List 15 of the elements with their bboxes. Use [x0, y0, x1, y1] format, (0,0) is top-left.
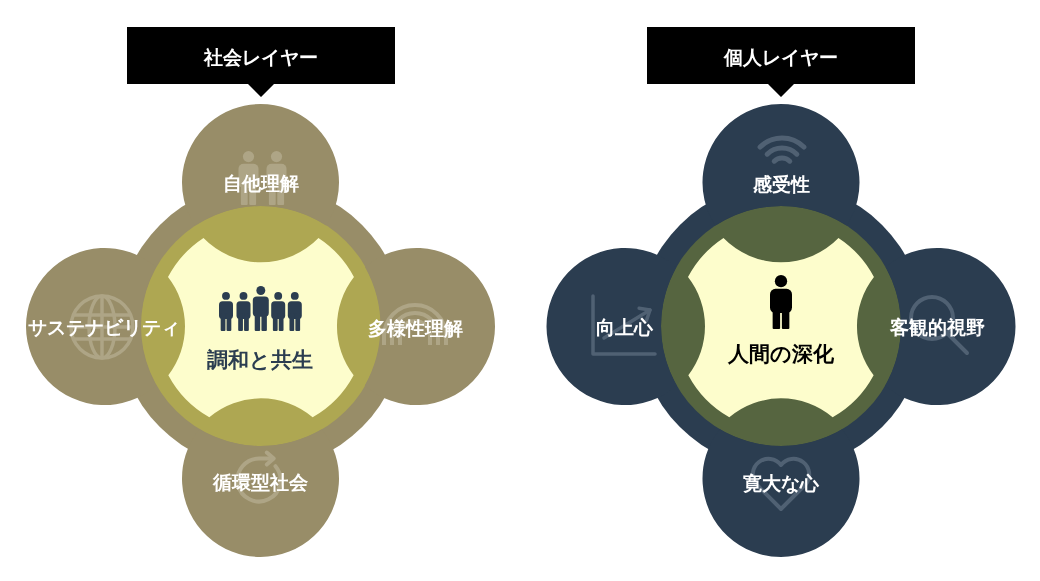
node-label: 寛大な心: [743, 473, 819, 492]
node-label: 調和と共生: [207, 349, 314, 371]
node-label: 社会レイヤー: [203, 47, 318, 66]
node-label: 個人レイヤー: [724, 47, 838, 66]
node-label: 向上心: [595, 317, 653, 336]
center-shape: [688, 238, 874, 418]
callout-box: [647, 27, 915, 97]
node-label: 多様性理解: [368, 318, 463, 337]
node-label: 人間の深化: [728, 343, 834, 365]
node-label: サステナビリティ: [27, 317, 180, 336]
node-label: 循環型社会: [213, 472, 308, 491]
node-label: 感受性: [752, 174, 810, 193]
node-label: 客観的視野: [889, 317, 985, 336]
callout-box: [126, 27, 395, 97]
node-label: 自他理解: [222, 173, 299, 192]
